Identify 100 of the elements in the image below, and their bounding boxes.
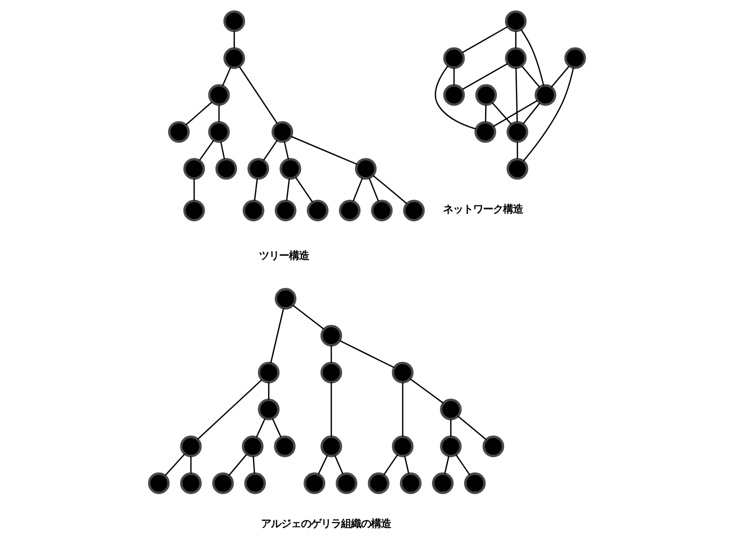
connector [330,382,332,437]
node-circle [180,472,202,494]
node-circle [242,200,264,222]
connector [238,66,278,124]
node-circle [432,472,454,494]
connector [290,136,358,165]
connector [516,142,518,159]
node-circle [148,472,170,494]
node-circle [183,200,205,222]
label: アルジェのゲリラ組織の構造 [261,518,392,530]
connector [368,178,380,202]
node-circle [280,158,302,180]
node-circle [392,362,414,384]
node-circle [474,121,496,143]
connector [197,379,262,440]
connector [220,141,226,160]
node-circle [223,10,246,32]
node-circle [212,472,234,494]
connector [234,30,235,48]
node-circle [258,362,280,384]
node-circle [504,10,527,32]
node-circle [354,158,377,180]
connector [402,382,404,437]
connector [272,418,282,438]
node-circle [247,158,270,180]
node-circle [274,288,296,310]
connector [520,29,544,86]
node-circle [392,436,414,458]
connector [284,141,290,160]
node-circle [258,398,280,420]
node-circle [183,158,205,180]
node-circle [440,436,462,458]
node-circle [534,84,556,106]
node-circle [272,121,294,143]
connector [268,382,270,400]
node-circle [564,47,586,69]
node-circle [208,84,230,106]
connector [453,68,455,86]
connector [228,454,248,476]
label: ツリー構造 [259,250,310,262]
connector [185,101,212,126]
connector [444,456,450,474]
connector [318,455,328,475]
node-circle [274,436,296,458]
connector [270,308,284,364]
node-circle [244,472,266,494]
connector [190,456,192,474]
node-circle [338,200,361,222]
connector [334,455,344,474]
connector [462,62,508,90]
node-circle [304,472,326,494]
connector [455,454,470,476]
node-circle [368,472,390,494]
connector [218,104,220,122]
node-circle [400,472,422,494]
connector [222,66,232,86]
connector [254,178,258,201]
node-circle [168,121,190,143]
connector [450,419,452,437]
node-circle [306,200,328,222]
node-circle [274,200,296,222]
node-circle [208,121,230,143]
node-circle [475,84,497,106]
node-circle [403,200,425,222]
connector [522,68,574,162]
node-circle [464,472,486,494]
connector [352,178,363,202]
label: ネットワーク構造 [442,203,523,216]
node-circle [320,436,342,458]
connector [410,378,444,404]
node-circle [482,436,504,458]
connector [404,456,410,474]
connector [521,66,540,88]
node-circle [180,436,202,458]
connector [262,140,278,161]
connector [295,176,314,203]
node-circle [504,47,527,69]
connector [198,140,214,161]
connector [457,416,487,440]
connector [492,102,512,125]
connector [193,178,195,201]
connector [492,100,538,127]
connector [292,304,324,330]
connector [515,68,518,122]
connector [462,26,508,54]
node-circle [506,121,528,143]
connector [522,102,540,124]
node-circle [371,200,393,222]
connector [434,65,476,130]
node-circle [242,436,264,458]
connector [256,418,266,438]
node-circle [440,398,462,420]
connector [484,104,487,122]
node-circle [223,47,246,69]
connector [383,454,398,476]
node-circle [320,362,342,384]
connector [372,174,408,204]
connector [286,178,290,201]
node-circle [336,472,358,494]
connector [340,340,395,368]
